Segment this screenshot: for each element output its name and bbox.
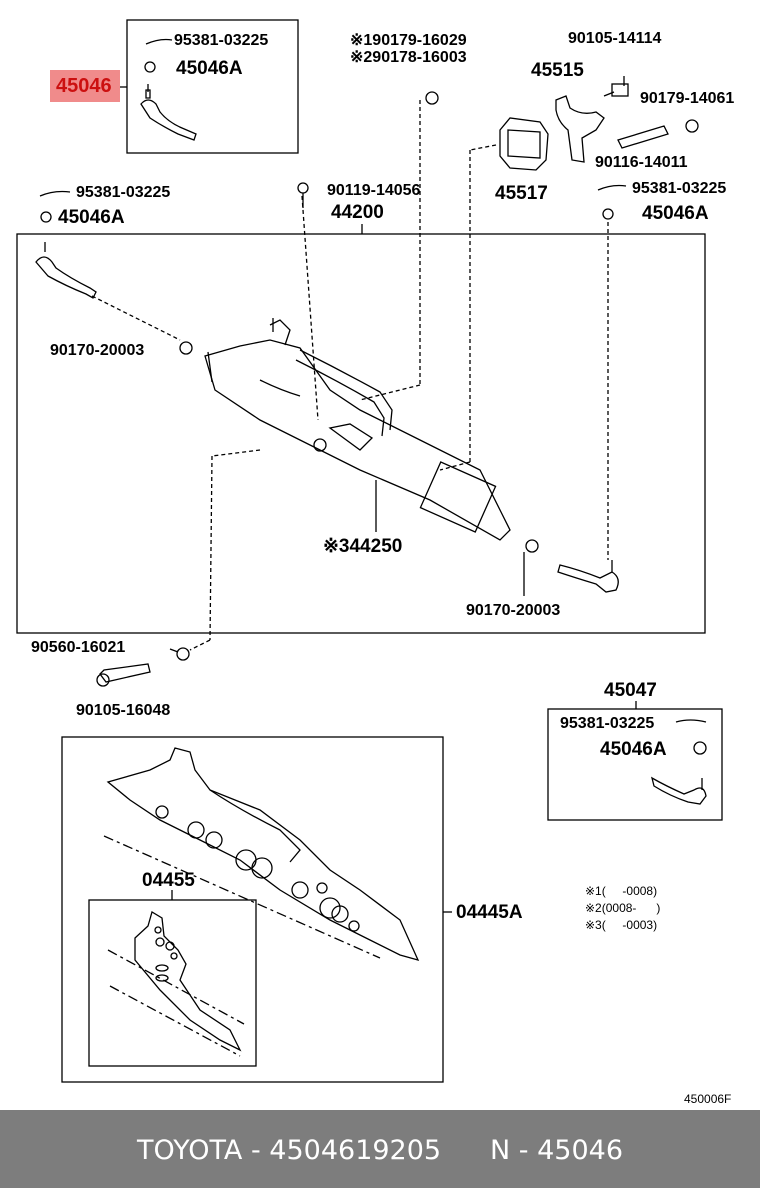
note-2: ※2(0008- ) [585,901,661,915]
label-bolt-top[interactable]: 90105-14114 [568,30,662,47]
right-tie-rod-end [557,560,619,593]
label-top-center-note2[interactable]: ※290178-16003 [350,49,467,66]
label-top-left-nut[interactable]: 45046A [176,58,243,79]
label-gasket-kit[interactable]: 04455 [142,870,195,891]
footer-brand-part: TOYOTA - 4504619205 [137,1135,442,1166]
label-right-clip[interactable]: 95381-03225 [632,180,727,197]
note-1: ※1( -0008) [585,884,658,898]
label-left-nut[interactable]: 45046A [58,207,125,228]
label-washer[interactable]: 90560-16021 [31,639,126,656]
label-lower-bolt[interactable]: 90105-16048 [76,702,171,719]
label-left-clip[interactable]: 95381-03225 [76,184,171,201]
footer-bar: TOYOTA - 4504619205 N - 45046 [0,1110,760,1188]
gasket-inner-box [88,899,257,1067]
main-assembly-box [16,233,706,634]
label-bolt-center[interactable]: 90119-14056 [327,182,421,199]
label-bushing[interactable]: 45517 [495,183,548,204]
label-nut-right[interactable]: 90179-14061 [640,90,735,107]
label-top-left-clip[interactable]: 95381-03225 [174,32,269,49]
label-stud[interactable]: 90116-14011 [595,154,688,171]
label-bracket[interactable]: 45515 [531,60,584,81]
diagram-drawing [16,19,723,1083]
note-3: ※3( -0003) [585,918,658,932]
label-rack-assembly[interactable]: 44200 [331,202,384,223]
tie-rod-end-drawing [140,84,197,141]
bushing-45517 [499,117,549,171]
gasket-kit-box [61,736,444,1083]
label-top-center-note1[interactable]: ※190179-16029 [350,32,467,49]
label-end-assy-clip[interactable]: 95381-03225 [560,715,655,732]
label-end-assy-nut[interactable]: 45046A [600,739,667,760]
inset-box-45047 [547,708,723,821]
label-right-nut[interactable]: 45046A [642,203,709,224]
label-gasket-kit-assy[interactable]: 04445A [456,902,523,923]
label-right-end-nut[interactable]: 90170-20003 [466,602,561,619]
label-gear-housing[interactable]: ※344250 [323,536,403,557]
label-end-assy[interactable]: 45047 [604,680,657,701]
highlighted-part-number[interactable]: 45046 [56,75,112,97]
diagram-code: 450006F [684,1092,732,1106]
bracket-45515 [555,95,605,163]
rack-housing [204,318,511,541]
label-left-end-nut[interactable]: 90170-20003 [50,342,145,359]
footer-catalog-ref: N - 45046 [490,1135,623,1166]
highlighted-part-box [50,70,120,102]
left-tie-rod-end [35,242,97,299]
parts-diagram: 45046 95381-03225 45046A ※190179-16029 ※… [16,19,735,1106]
